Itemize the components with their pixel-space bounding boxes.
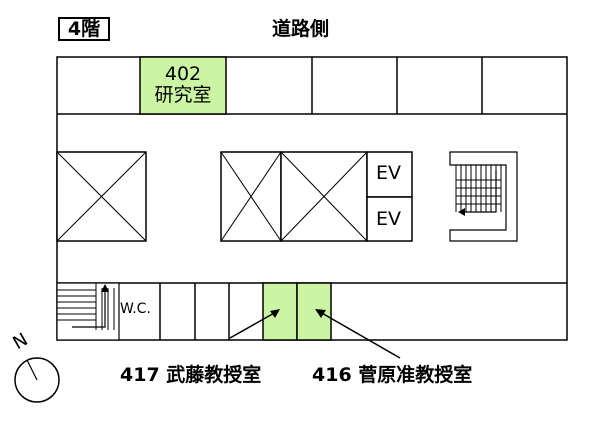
room-416-fill <box>296 282 332 341</box>
compass-icon <box>14 357 60 403</box>
room-417-fill <box>262 282 298 341</box>
room-417-label: 417 武藤教授室 <box>120 364 262 386</box>
road-side-label: 道路側 <box>272 18 330 40</box>
elevator-label-2: EV <box>376 208 402 230</box>
toilet-label: W.C. <box>120 301 151 317</box>
left-bottom-staircase <box>56 282 120 341</box>
elevator-2 <box>366 196 413 242</box>
elevator-label-1: EV <box>376 162 402 184</box>
floor-label: 4階 <box>58 17 110 41</box>
room-402-fill <box>139 56 227 115</box>
room-402: 402 研究室 <box>140 58 226 112</box>
room-402-number: 402 <box>164 63 202 86</box>
arrow-416 <box>315 309 401 359</box>
room-402-name: 研究室 <box>154 84 212 106</box>
right-staircase <box>449 151 518 242</box>
elevator-1 <box>366 151 413 198</box>
arrow-417 <box>229 309 280 339</box>
room-416-label: 416 菅原准教授室 <box>312 364 473 386</box>
